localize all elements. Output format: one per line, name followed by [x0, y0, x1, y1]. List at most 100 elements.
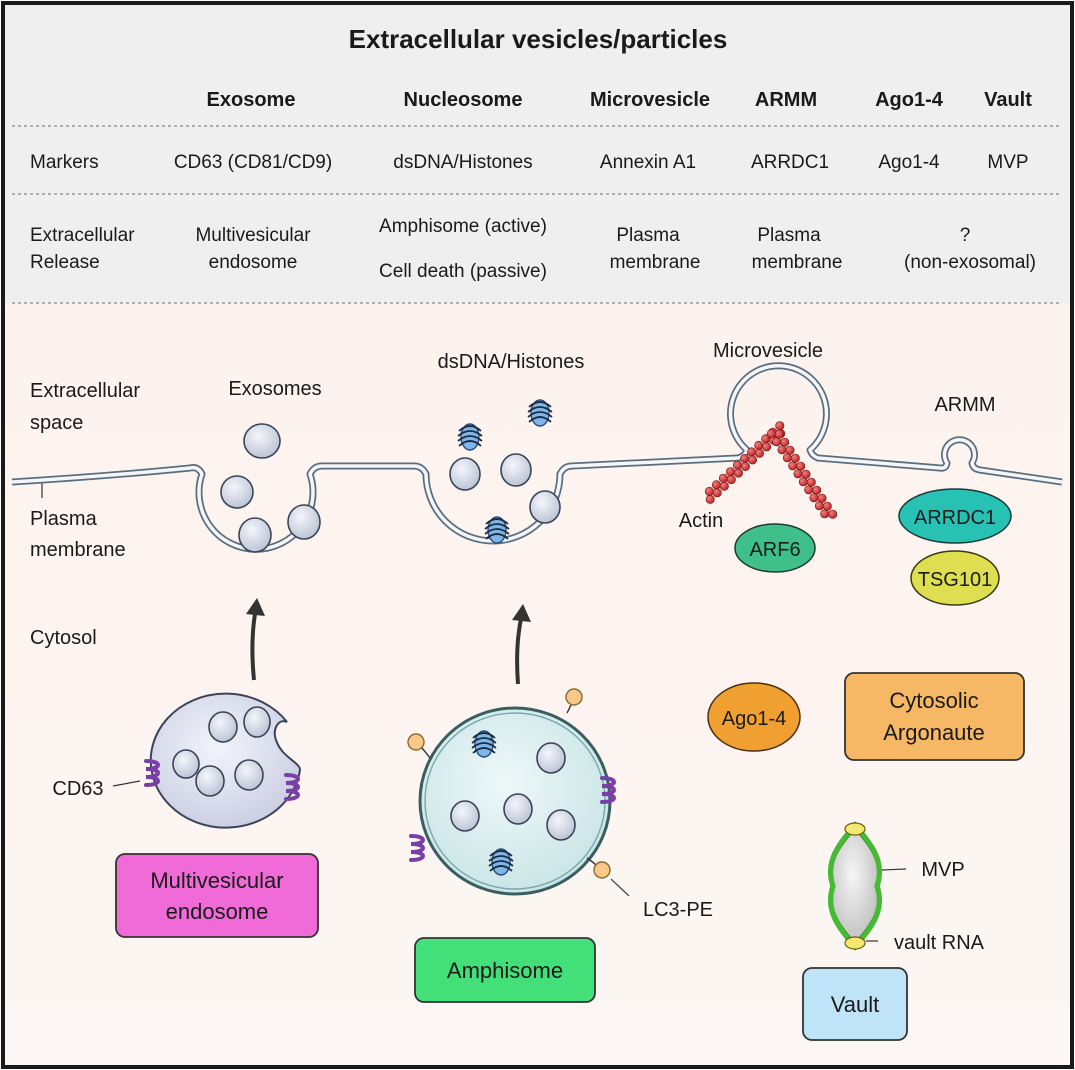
actin-monomer	[711, 480, 721, 490]
actin-monomer	[726, 475, 736, 485]
actin-filaments	[704, 421, 838, 519]
release-nucleosome: Amphisome (active)	[379, 216, 547, 237]
multivesicular-endosome	[144, 692, 302, 829]
actin-monomer	[828, 509, 838, 519]
marker-exosome: CD63 (CD81/CD9)	[174, 152, 332, 173]
label-extracellular-space: Extracellular	[30, 380, 140, 402]
row-header-release: Extracellular	[30, 225, 135, 246]
ago-protein	[707, 682, 801, 752]
actin-monomer	[766, 429, 776, 439]
mve-vesicle	[172, 749, 200, 779]
label-amphisome: Amphisome	[447, 958, 563, 983]
lc3pe-protein	[593, 861, 611, 879]
amphisome	[407, 688, 616, 896]
actin-monomer	[747, 455, 757, 465]
label-vault: Vault	[831, 992, 880, 1017]
amphisome-vesicle	[450, 800, 480, 832]
vault-particle	[827, 820, 883, 952]
col-header-exosome: Exosome	[207, 89, 296, 111]
tsg101-protein	[910, 550, 1000, 606]
actin-monomer	[740, 453, 750, 463]
actin-monomer	[704, 486, 714, 496]
mve-vesicle	[208, 711, 238, 743]
col-header-microvesicle: Microvesicle	[590, 89, 710, 111]
actin-monomer	[793, 469, 803, 479]
label-mvp: MVP	[921, 859, 964, 881]
actin-monomer	[754, 440, 764, 450]
row-header-markers: Markers	[30, 152, 99, 173]
actin-monomer	[809, 493, 819, 503]
amphisome-vesicle	[536, 742, 566, 774]
actin-monomer	[762, 442, 772, 452]
label-extracellular-space: space	[30, 412, 83, 434]
table-title: Extracellular vesicles/particles	[349, 24, 728, 54]
exosome-vesicle	[287, 504, 321, 540]
label-cytosolic-argonaute: Argonaute	[883, 720, 985, 745]
label-ago: Ago1-4	[722, 708, 787, 730]
actin-monomer	[754, 448, 764, 458]
actin-monomer	[796, 461, 806, 471]
actin-monomer	[705, 494, 715, 504]
mve-vesicle	[243, 706, 271, 738]
actin-monomer	[772, 437, 782, 447]
actin-monomer	[777, 445, 787, 455]
release-armm: Plasma	[757, 225, 821, 246]
actin-monomer	[733, 468, 743, 478]
actin-monomer	[790, 453, 800, 463]
marker-nucleosome: dsDNA/Histones	[393, 152, 532, 173]
actin-monomer	[782, 453, 792, 463]
label-actin: Actin	[679, 510, 723, 532]
actin-monomer	[820, 509, 830, 519]
mvp-leader	[881, 868, 907, 871]
box-multivesicular-endosome	[115, 853, 319, 938]
amphisome-vesicle	[546, 809, 576, 841]
label-exosomes: Exosomes	[228, 378, 321, 400]
actin-monomer	[732, 460, 742, 470]
label-multivesicular-endosome: endosome	[166, 899, 269, 924]
arrow-head	[246, 598, 265, 616]
actin-monomer	[788, 461, 798, 471]
actin-monomer	[817, 493, 827, 503]
exosome-vesicle	[243, 423, 281, 459]
cd63-leader	[112, 780, 141, 787]
row-header-release: Release	[30, 252, 100, 273]
release-exosome: Multivesicular	[195, 225, 311, 246]
label-arrdc1: ARRDC1	[914, 507, 996, 529]
marker-microvesicle: Annexin A1	[600, 152, 696, 173]
release-nucleosome: Cell death (passive)	[379, 261, 547, 282]
col-header-armm: ARMM	[755, 89, 817, 111]
box-cytosolic-argonaute	[844, 672, 1025, 761]
marker-armm: ARRDC1	[751, 152, 829, 173]
label-cd63: CD63	[52, 778, 103, 800]
release-armm: membrane	[752, 252, 843, 273]
arf6-protein	[734, 523, 816, 573]
exosome-vesicle	[238, 517, 272, 553]
actin-monomer	[774, 429, 784, 439]
vault-rna	[844, 936, 866, 950]
actin-monomer	[747, 447, 757, 457]
table-background	[5, 5, 1070, 303]
release-microvesicle: Plasma	[616, 225, 680, 246]
actin-monomer	[812, 485, 822, 495]
col-header-ago: Ago1-4	[875, 89, 944, 111]
actin-monomer	[822, 501, 832, 511]
lc3pe-protein	[407, 733, 425, 751]
nucleosome-pocket	[449, 399, 561, 544]
marker-vault: MVP	[987, 152, 1028, 173]
label-tsg101: TSG101	[918, 569, 992, 591]
label-microvesicle: Microvesicle	[713, 340, 823, 362]
mve-vesicle	[195, 765, 225, 797]
col-header-vault: Vault	[984, 89, 1032, 111]
box-vault	[802, 967, 908, 1041]
label-plasma-membrane: Plasma	[30, 508, 98, 530]
actin-monomer	[740, 461, 750, 471]
box-amphisome	[414, 937, 596, 1003]
release-microvesicle: membrane	[610, 252, 701, 273]
arrdc1-protein	[898, 488, 1012, 544]
nucleosome-vesicle	[449, 457, 481, 491]
label-vault-rna: vault RNA	[894, 932, 985, 954]
plasma-membrane-inner	[11, 364, 1063, 551]
release-exosome: endosome	[209, 252, 298, 273]
label-cytosolic-argonaute: Cytosolic	[889, 688, 978, 713]
label-lc3pe: LC3-PE	[643, 899, 713, 921]
